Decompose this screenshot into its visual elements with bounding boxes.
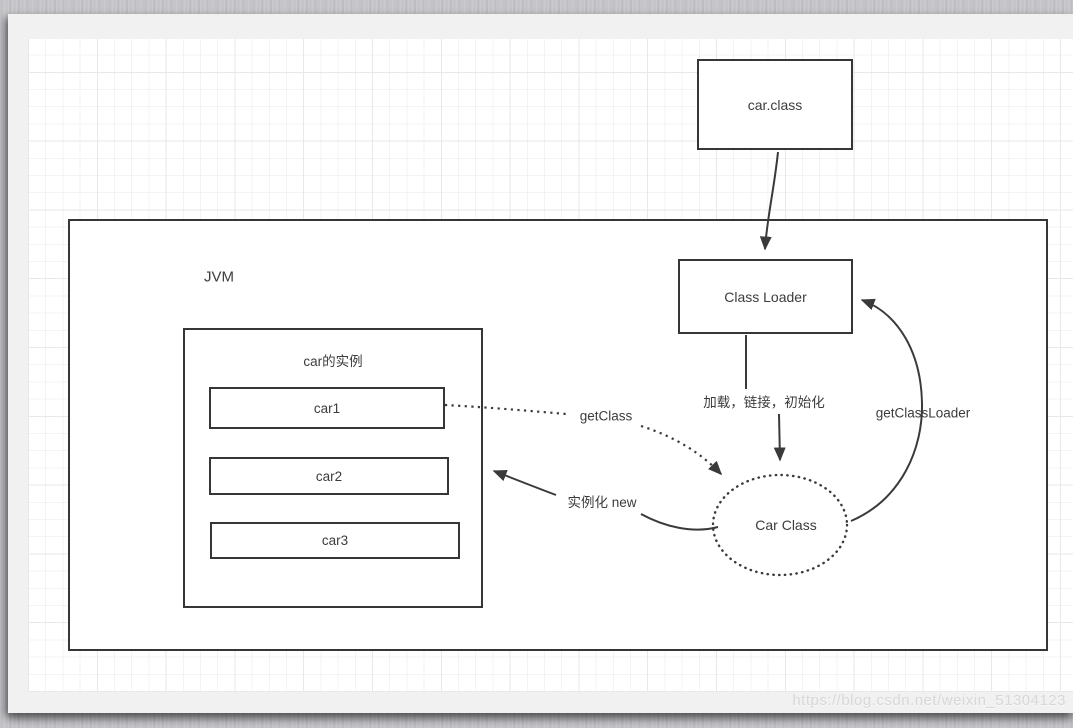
car1-label: car1 (313, 400, 341, 416)
class-loader-label: Class Loader (724, 288, 807, 305)
car-instances-title: car的实例 (303, 354, 363, 369)
edge-label-instantiate-new: 实例化 new (567, 495, 637, 510)
car-class-file-box: car.class (697, 59, 853, 150)
car1-box: car1 (209, 387, 445, 429)
car-class-object-label: Car Class (755, 517, 817, 533)
edge-label-load-link-init: 加载，链接，初始化 (703, 395, 825, 410)
csdn-watermark: https://blog.csdn.net/weixin_51304123 (792, 692, 1066, 709)
class-loader-box: Class Loader (678, 259, 853, 334)
car-class-file-label: car.class (747, 96, 803, 113)
jvm-label: JVM (204, 268, 234, 286)
edge-label-getclassloader: getClassLoader (875, 405, 971, 421)
car2-box: car2 (209, 457, 449, 495)
car3-label: car3 (321, 533, 349, 548)
edge-label-getclass: getClass (579, 408, 633, 424)
car-instances-box: car的实例 car1 car2 car3 (183, 328, 483, 608)
car2-label: car2 (315, 468, 343, 484)
car3-box: car3 (210, 522, 460, 559)
